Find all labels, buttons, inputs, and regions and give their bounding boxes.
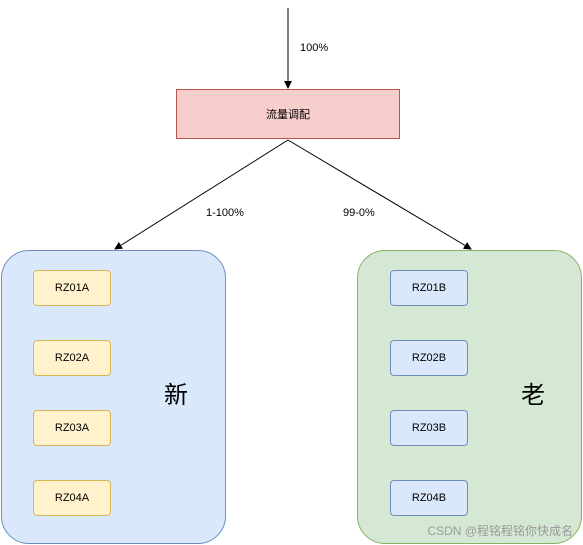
- old-node[interactable]: RZ03B: [390, 410, 468, 446]
- node-label: RZ03A: [54, 422, 90, 434]
- new-group-title: 新: [164, 381, 188, 409]
- node-label: RZ01A: [54, 282, 90, 294]
- node-label: RZ04A: [54, 492, 90, 504]
- new-node[interactable]: RZ02A: [33, 340, 111, 376]
- left-edge-label: 1-100%: [206, 207, 244, 219]
- watermark: CSDN @程铭程铭你快成名: [427, 524, 573, 538]
- node-label: RZ01B: [411, 282, 447, 294]
- node-label: RZ02B: [411, 352, 447, 364]
- old-node[interactable]: RZ04B: [390, 480, 468, 516]
- right-edge-label: 99-0%: [343, 207, 375, 219]
- arrow-to-old: [287, 139, 472, 250]
- new-node[interactable]: RZ03A: [33, 410, 111, 446]
- node-label: RZ03B: [411, 422, 447, 434]
- old-group-title: 老: [521, 381, 545, 409]
- node-label: RZ02A: [54, 352, 90, 364]
- new-node[interactable]: RZ01A: [33, 270, 111, 306]
- arrow-to-new: [114, 139, 289, 250]
- traffic-dispatch-node[interactable]: 流量调配: [176, 89, 400, 139]
- traffic-dispatch-label: 流量调配: [266, 109, 310, 121]
- old-node[interactable]: RZ02B: [390, 340, 468, 376]
- node-label: RZ04B: [411, 492, 447, 504]
- old-node[interactable]: RZ01B: [390, 270, 468, 306]
- incoming-percent-label: 100%: [300, 42, 329, 54]
- new-node[interactable]: RZ04A: [33, 480, 111, 516]
